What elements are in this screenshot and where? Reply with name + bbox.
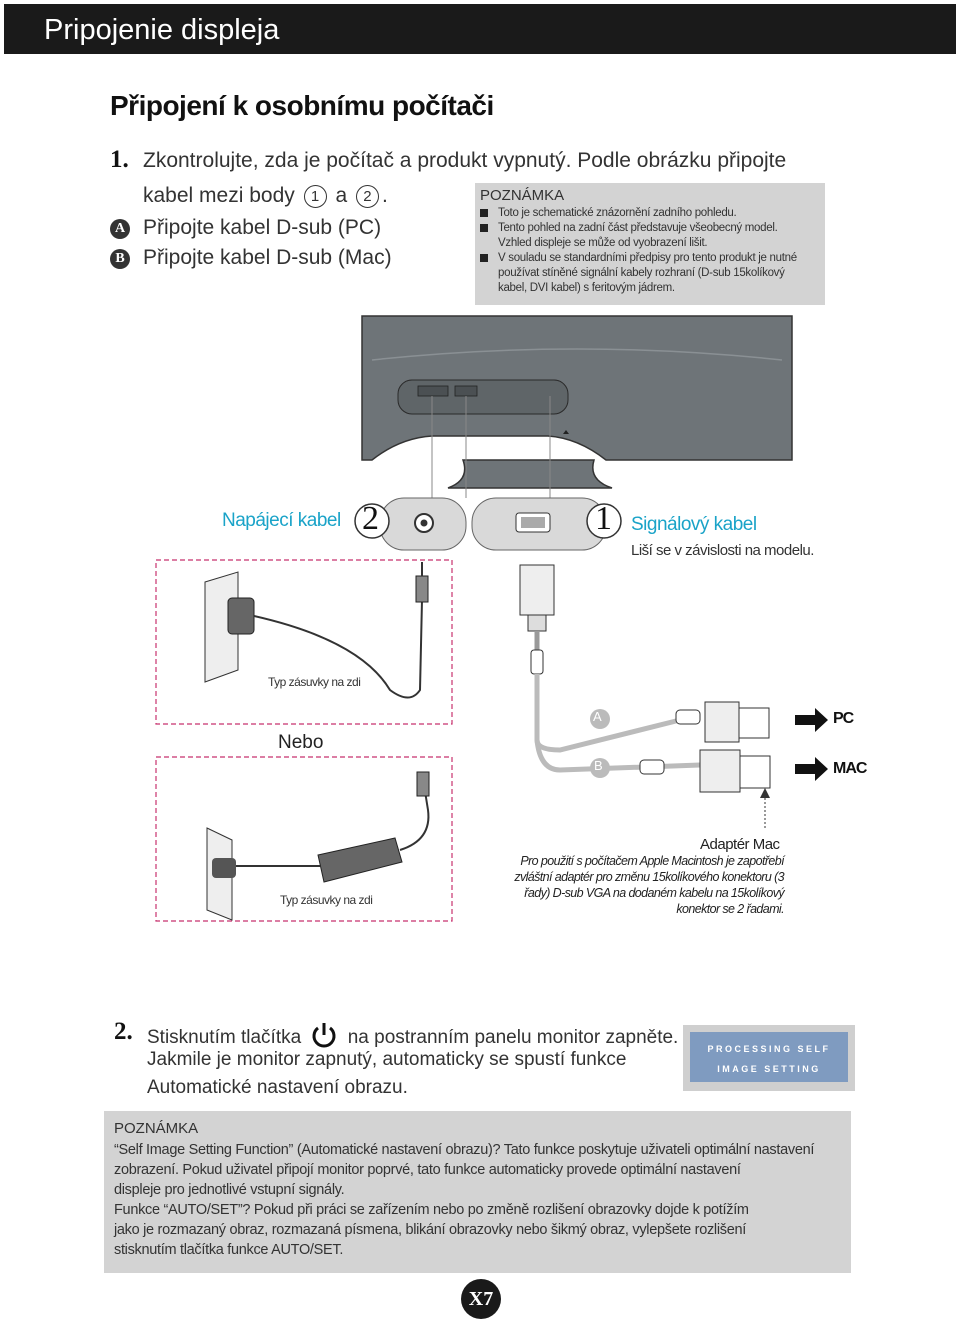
number-2-circle <box>354 503 390 539</box>
page-header-title: Pripojenie displeja <box>44 14 280 46</box>
note-box-2 <box>104 1111 851 1273</box>
step-2-line-1: Stisknutím tlačítka na postranním panelu… <box>147 1021 678 1055</box>
note-2-line-4: Funkce “AUTO/SET”? Pokud při práci se za… <box>114 1202 749 1218</box>
step-2-line-2: Jakmile je monitor zapnutý, automaticky … <box>147 1049 627 1070</box>
bullet-icon <box>480 223 488 232</box>
note-1-bullet-3a: V souladu se standardními předpisy pro t… <box>498 252 797 264</box>
wall-type-label-2: Typ zásuvky na zdi <box>280 893 373 907</box>
note-2-heading: POZNÁMKA <box>114 1120 199 1137</box>
note-1-bullet-2a: Tento pohled na zadní část představuje v… <box>498 222 778 234</box>
circle-b-mark <box>590 758 610 778</box>
osd-line-2: IMAGE SETTING <box>717 1064 821 1074</box>
mac-adapter-description: Pro použití s počítačem Apple Macintosh … <box>488 853 784 917</box>
circle-number-1: 1 <box>303 184 327 208</box>
note-2-line-3: displeje pro jednotlivé vstupní signály. <box>114 1182 345 1198</box>
note-2-line-1: “Self Image Setting Function” (Automatic… <box>114 1142 815 1158</box>
mac-desc-line-2: zvláštní adaptér pro změnu 15kolíkového … <box>514 870 784 884</box>
note-2-line-6: stisknutím tlačítka funkce AUTO/SET. <box>114 1242 344 1258</box>
step-2-text-a: Stisknutím tlačítka <box>147 1027 302 1049</box>
note-1-bullet-3c: kabel, DVI kabel) s feritovým jádrem. <box>498 282 675 294</box>
note-1-bullet-3b: používat stíněné signální kabely rozhran… <box>498 267 785 279</box>
step-2-line-3: Automatické nastavení obrazu. <box>147 1077 408 1098</box>
note-1-bullet-1: Toto je schematické znázornění zadního p… <box>498 207 737 219</box>
diagram-number-2: 2 <box>362 500 379 537</box>
page-number-badge: X7 <box>461 1279 501 1319</box>
signal-port-callout <box>471 497 607 551</box>
wall-outlet-box-2 <box>155 756 453 922</box>
step-1-line-1: Zkontrolujte, zda je počítač a produkt v… <box>143 149 787 172</box>
diagram-number-1: 1 <box>595 500 612 537</box>
step-1-b-text: Připojte kabel D-sub (Mac) <box>143 246 392 269</box>
osd-line-1: PROCESSING SELF <box>707 1044 831 1054</box>
mac-desc-line-3: řady) D-sub VGA na dodaném kabelu na 15k… <box>524 886 784 900</box>
note-1-heading: POZNÁMKA <box>480 187 565 204</box>
power-button-icon <box>310 1021 338 1055</box>
arrow-pc-icon <box>795 708 828 732</box>
wall-outlet-box-1 <box>155 559 453 725</box>
or-label: Nebo <box>278 732 324 753</box>
header-bar <box>4 4 956 54</box>
step-1-period: . <box>381 184 388 207</box>
connection-diagram <box>155 315 828 922</box>
mac-label: MAC <box>833 760 867 777</box>
note-box-1 <box>475 183 825 305</box>
wall-type-label-1: Typ zásuvky na zdi <box>268 675 361 689</box>
mac-adapter-title: Adaptér Mac <box>700 836 780 853</box>
step-1-a-text: Připojte kabel D-sub (PC) <box>143 216 382 239</box>
arrow-mac-icon <box>795 757 828 781</box>
bullet-icon <box>480 208 488 217</box>
pc-label: PC <box>833 710 854 727</box>
circle-number-2: 2 <box>355 184 379 208</box>
power-cable-label: Napájecí kabel <box>222 510 341 531</box>
note-2-body: “Self Image Setting Function” (Automatic… <box>114 1140 846 1260</box>
bullet-icon <box>480 253 488 262</box>
b-mark-label: B <box>594 758 603 773</box>
step-1-line-2-text: kabel mezi body <box>143 184 295 207</box>
monitor-back-illustration <box>361 315 793 498</box>
osd-message <box>690 1032 848 1082</box>
note-1-body: Toto je schematické znázornění zadního p… <box>480 206 820 296</box>
mac-desc-line-1: Pro použití s počítačem Apple Macintosh … <box>520 854 784 868</box>
section-title: Připojení k osobnímu počítači <box>110 90 494 121</box>
circle-a-mark <box>590 709 610 729</box>
note-1-bullet-2b: Vzhled displeje se může od vyobrazení li… <box>498 237 708 249</box>
note-2-line-5: jako je rozmazaný obraz, rozmazaná písme… <box>114 1222 746 1238</box>
step-2-text-b: na postranním panelu monitor zapněte. <box>347 1027 679 1049</box>
step-1-and: a <box>335 184 348 207</box>
signal-cable-note: Liší se v závislosti na modelu. <box>631 542 814 559</box>
step-1-number: 1. <box>110 146 129 173</box>
dsub-cable-illustration <box>519 564 771 830</box>
signal-cable-label: Signálový kabel <box>631 514 757 535</box>
a-mark-label: A <box>593 709 602 724</box>
badge-b: B <box>110 249 130 269</box>
step-1-line-2: kabel mezi body 1 a 2. <box>143 184 388 208</box>
badge-a: A <box>110 219 130 239</box>
step-2-number: 2. <box>114 1018 133 1045</box>
note-2-line-2: zobrazení. Pokud uživatel připojí monito… <box>114 1162 741 1178</box>
number-1-circle <box>586 503 622 539</box>
power-port-callout <box>379 497 467 551</box>
mac-desc-line-4: konektor se 2 řadami. <box>676 902 784 916</box>
